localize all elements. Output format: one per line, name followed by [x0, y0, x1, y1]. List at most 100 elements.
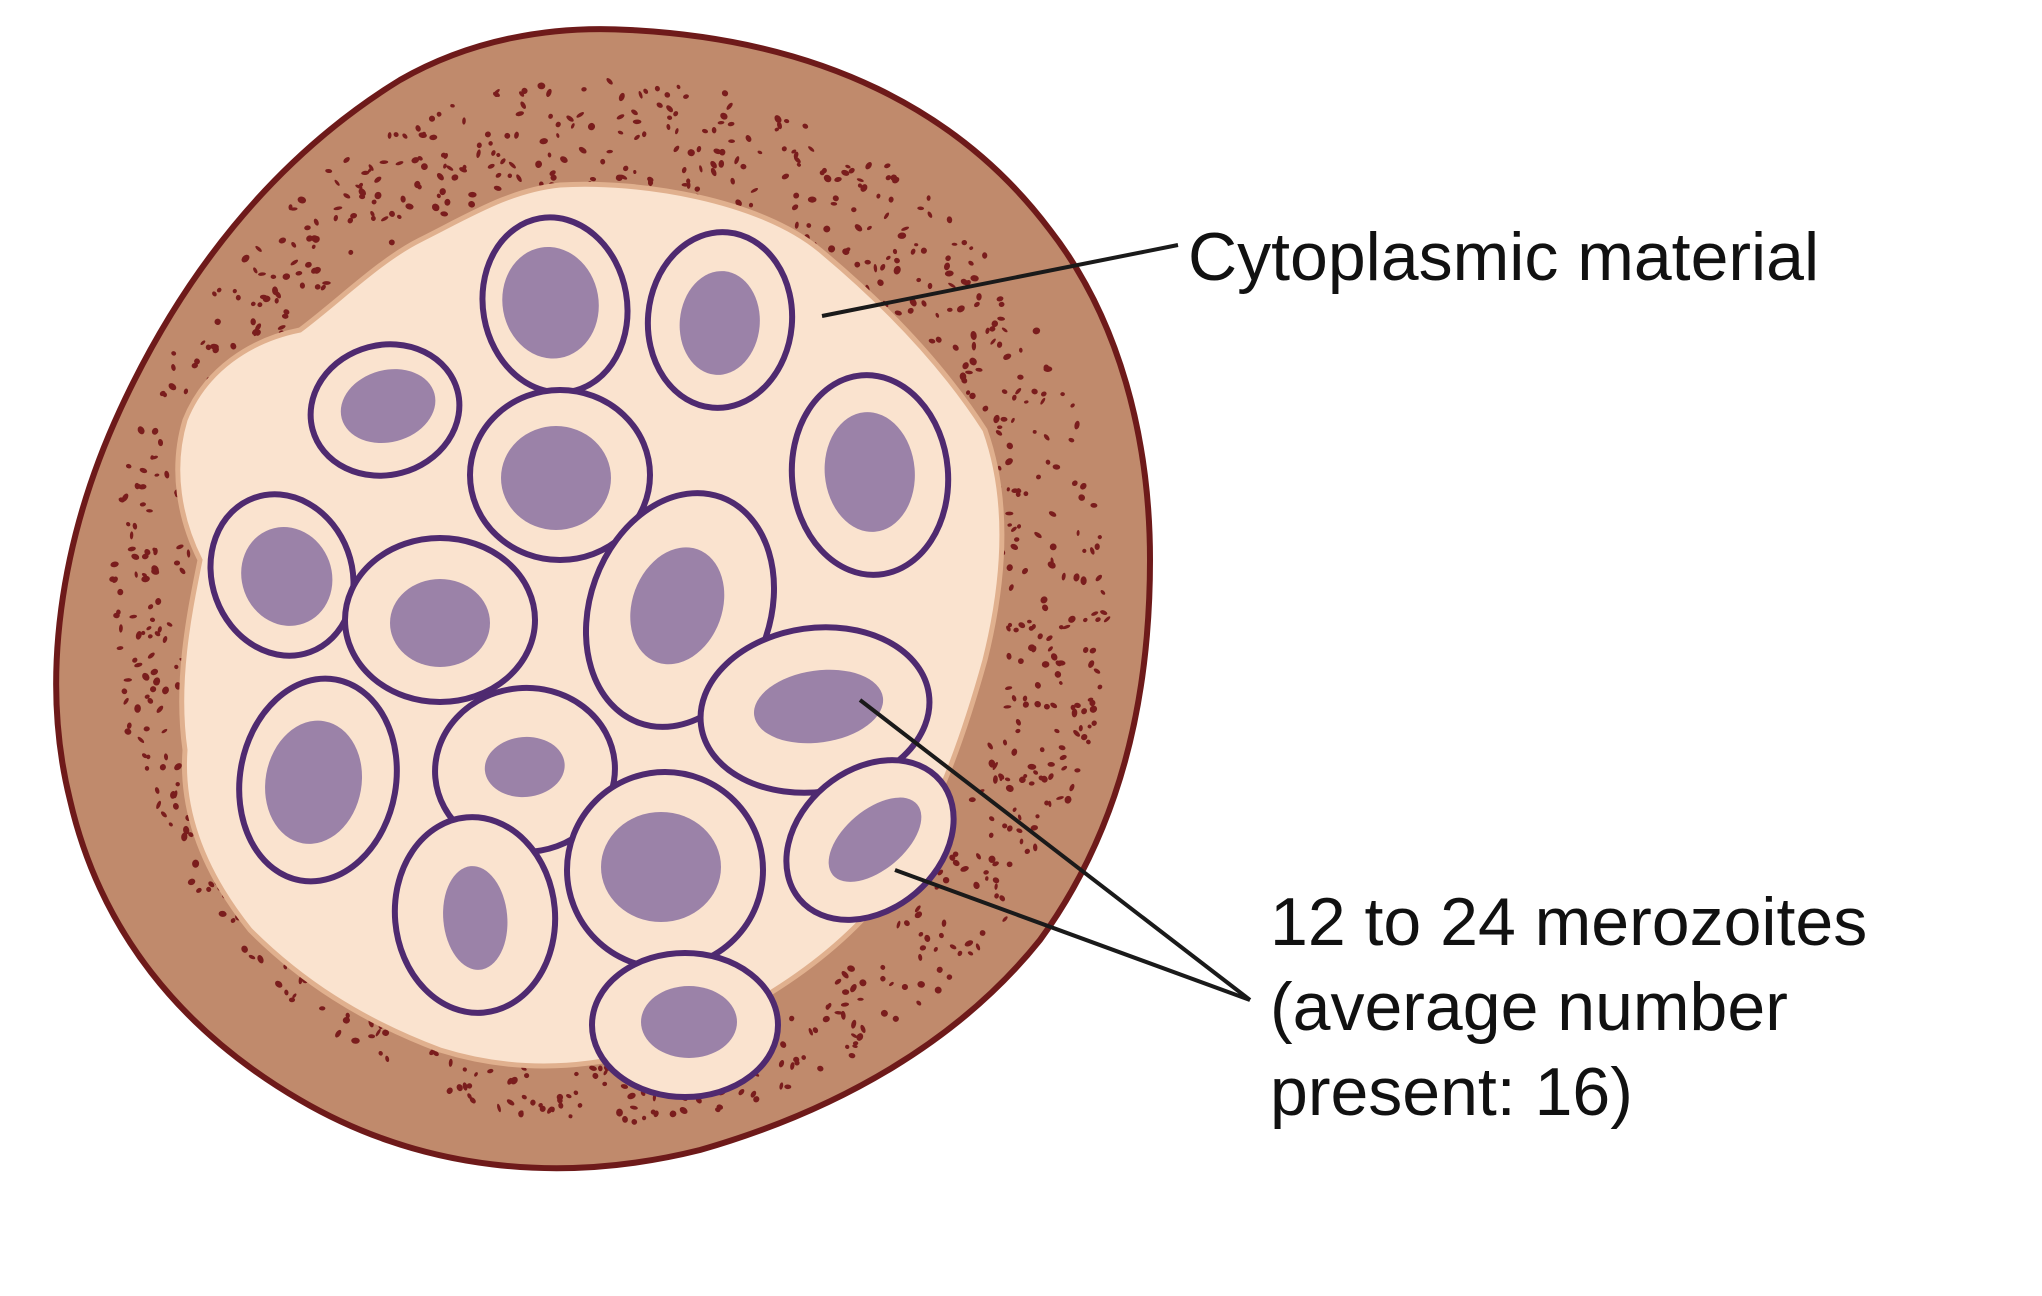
- granule: [535, 160, 543, 168]
- granule: [976, 293, 982, 301]
- granule: [1005, 458, 1013, 466]
- granule: [620, 1084, 629, 1089]
- granule: [860, 1024, 866, 1033]
- granule: [1087, 724, 1092, 729]
- granule: [1090, 502, 1098, 508]
- granule: [1073, 573, 1080, 582]
- granule: [335, 1029, 342, 1038]
- merozoite-nucleus: [824, 412, 915, 532]
- granule: [928, 338, 936, 344]
- granule: [1007, 622, 1013, 628]
- granule: [740, 163, 747, 170]
- granule: [507, 173, 513, 179]
- granule: [420, 163, 428, 171]
- granule: [701, 128, 709, 134]
- granule: [123, 678, 132, 682]
- granule: [113, 612, 120, 619]
- granule: [116, 646, 124, 651]
- granule: [627, 1092, 636, 1100]
- granule: [417, 156, 423, 161]
- granule: [933, 946, 938, 952]
- granule: [926, 195, 931, 201]
- granule: [738, 1089, 745, 1096]
- granule: [429, 1049, 436, 1056]
- granule: [1047, 646, 1053, 652]
- granule: [159, 764, 166, 771]
- granule: [241, 254, 250, 263]
- granule: [361, 170, 370, 176]
- granule: [282, 273, 291, 280]
- granule: [126, 522, 131, 527]
- granule: [1056, 796, 1064, 800]
- granule: [1042, 604, 1049, 612]
- granule: [845, 247, 851, 252]
- granule: [570, 123, 575, 129]
- merozoites: [207, 214, 957, 1100]
- granule: [970, 275, 979, 282]
- granule: [877, 279, 884, 286]
- granule: [1046, 635, 1053, 641]
- label-merozoites-line2: (average number: [1270, 969, 1788, 1045]
- granule: [350, 213, 358, 219]
- granule: [728, 139, 735, 144]
- granule: [1015, 728, 1021, 734]
- granule: [1024, 848, 1030, 855]
- granule: [779, 1082, 784, 1090]
- granule: [468, 191, 477, 198]
- granule: [951, 242, 958, 246]
- granule: [1044, 800, 1050, 806]
- merozoite: [207, 491, 357, 659]
- granule: [250, 301, 256, 307]
- granule: [975, 367, 983, 372]
- granule: [726, 102, 733, 110]
- granule: [1062, 624, 1071, 630]
- granule: [997, 316, 1005, 321]
- granule: [374, 176, 382, 183]
- granule: [618, 92, 625, 102]
- granule: [258, 272, 266, 276]
- merozoite-nucleus: [828, 797, 922, 882]
- merozoite: [307, 341, 463, 479]
- granule: [1034, 700, 1042, 708]
- granule: [1006, 564, 1013, 571]
- granule: [948, 282, 956, 288]
- granule: [634, 134, 640, 141]
- granule: [333, 206, 343, 211]
- granule: [284, 989, 289, 996]
- granule: [970, 331, 977, 340]
- granule: [121, 688, 128, 695]
- granule: [1048, 800, 1052, 808]
- granule: [159, 390, 166, 397]
- granule: [851, 1019, 857, 1029]
- granule: [474, 1072, 478, 1077]
- granule: [893, 265, 901, 275]
- granule: [889, 981, 894, 987]
- granule: [188, 832, 194, 838]
- merozoite-nucleus: [241, 527, 333, 626]
- granule: [568, 1114, 573, 1119]
- granule: [969, 392, 976, 400]
- merozoite-nucleus: [753, 669, 884, 744]
- granule: [1049, 543, 1057, 551]
- granule: [1071, 480, 1078, 486]
- granule: [371, 199, 377, 205]
- granule: [521, 1094, 527, 1100]
- granule: [817, 1065, 824, 1072]
- granule: [1006, 487, 1010, 492]
- merozoite: [342, 535, 538, 705]
- granule: [422, 131, 426, 136]
- granule: [1074, 702, 1081, 709]
- granule: [314, 284, 321, 290]
- granule: [1016, 488, 1022, 493]
- granule: [358, 188, 367, 197]
- granule: [952, 344, 959, 351]
- granule: [270, 274, 277, 280]
- granule: [623, 165, 629, 172]
- granule: [467, 1093, 472, 1099]
- granule: [880, 1009, 888, 1017]
- granule: [812, 1027, 819, 1034]
- granule: [132, 657, 138, 663]
- granule: [1050, 702, 1058, 709]
- granule: [667, 115, 673, 120]
